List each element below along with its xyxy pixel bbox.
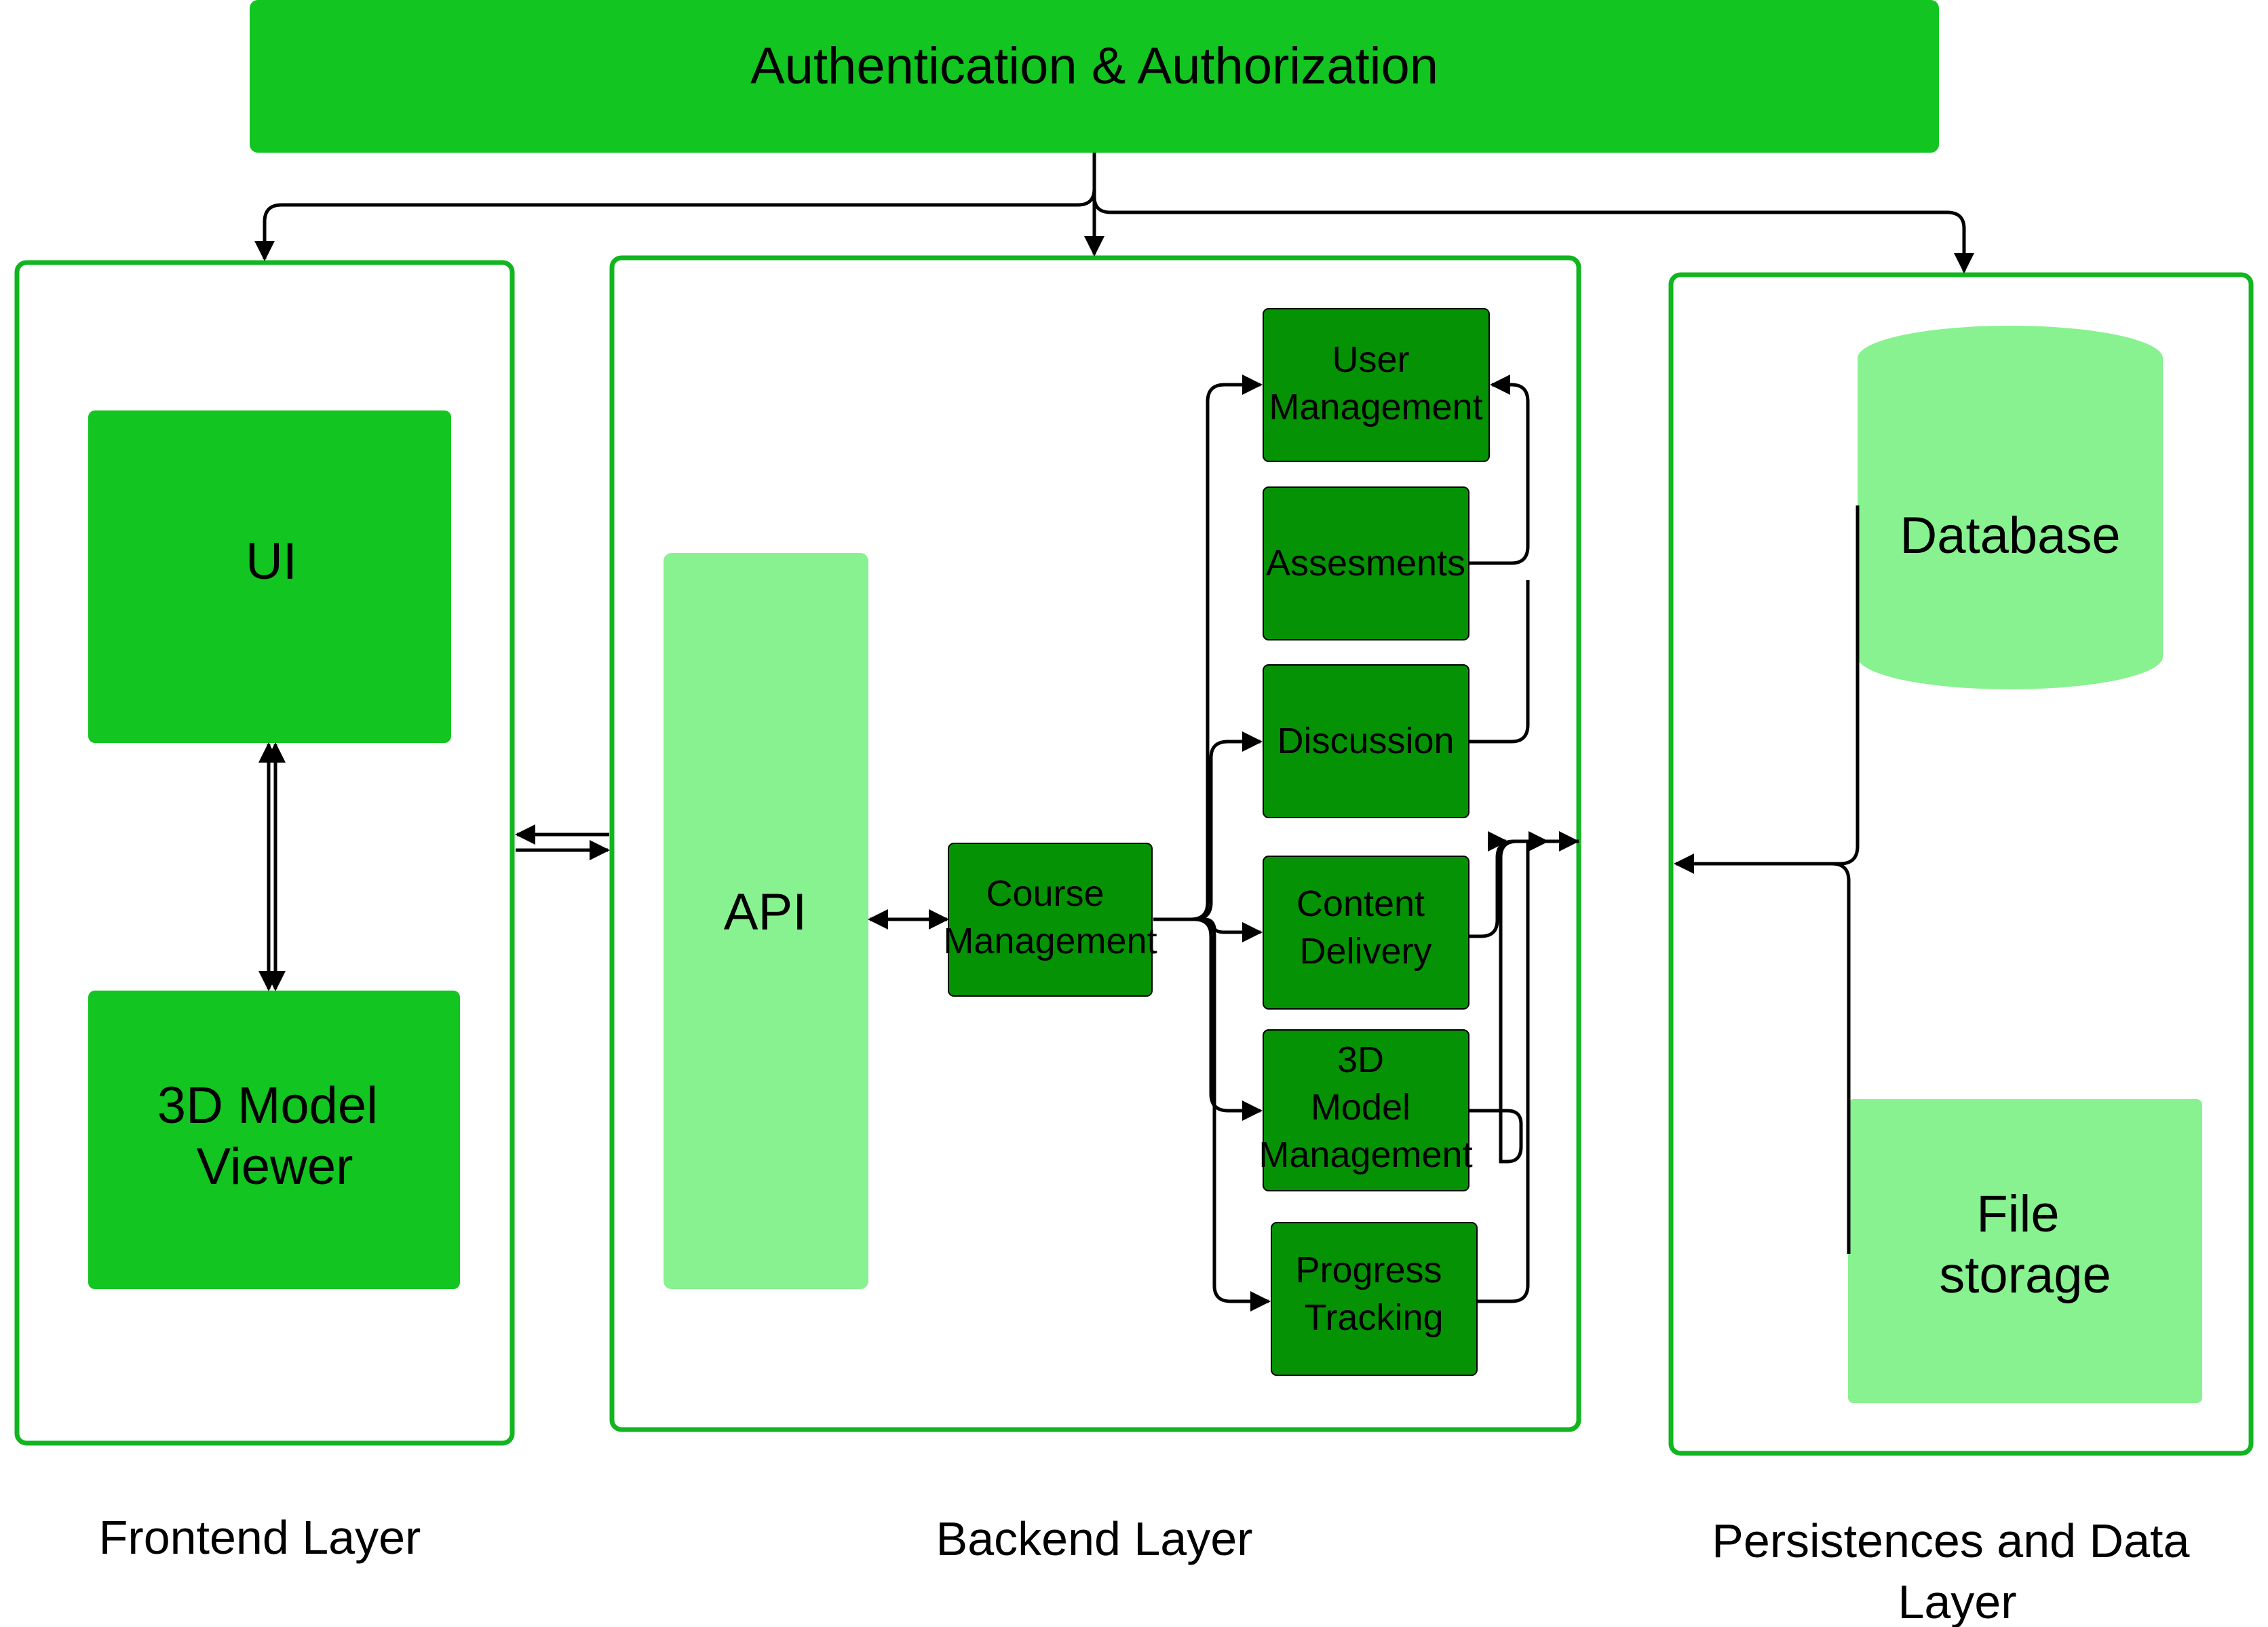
content-delivery-label: Content Delivery (1296, 883, 1435, 972)
database-cylinder-top (1858, 326, 2163, 391)
service-content-delivery: Content Delivery (1263, 856, 1469, 1010)
connector-auth-to-persistence (1092, 153, 1974, 273)
course-management-label-line2: Management (943, 921, 1157, 961)
3d-model-viewer-label-line2: Viewer (197, 1138, 353, 1195)
3d-model-viewer-label: 3D Model Viewer (157, 1077, 392, 1195)
database-component: Database (1858, 326, 2163, 689)
service-discussion: Discussion (1263, 664, 1469, 818)
file-storage-label-line1: File (1976, 1185, 2059, 1243)
connector-discussion-to-bus (1469, 580, 1530, 744)
file-storage-label-line2: storage (1939, 1246, 2111, 1304)
content-delivery-box (1263, 856, 1469, 1010)
connector-course-to-progress (1153, 917, 1271, 1312)
ui-label: UI (246, 533, 297, 590)
connector-auth-to-frontend (254, 153, 1096, 261)
user-management-label-line1: User (1332, 339, 1409, 380)
service-progress-tracking: Progress Tracking (1271, 1222, 1478, 1376)
auth-bar-label: Authentication & Authorization (750, 37, 1438, 95)
3d-model-management-label-line1: 3D (1337, 1039, 1384, 1080)
file-storage-label: File storage (1939, 1185, 2111, 1304)
auth-bar: Authentication & Authorization (250, 0, 1939, 153)
course-management-component: Course Management (943, 843, 1157, 997)
3d-model-management-label-line2: Model (1311, 1087, 1410, 1128)
api-component: API (664, 553, 868, 1289)
persistence-layer-caption-line2: Layer (1898, 1575, 2016, 1627)
progress-tracking-box (1271, 1222, 1478, 1376)
user-management-label: User Management (1269, 339, 1482, 427)
ui-box (88, 410, 451, 743)
file-storage-box (1848, 1099, 2202, 1403)
3d-model-viewer-component: 3D Model Viewer (88, 991, 460, 1289)
api-label: API (724, 883, 807, 941)
service-assessments: Assesments (1263, 486, 1469, 640)
file-storage-component: File storage (1848, 1099, 2202, 1403)
3d-model-management-label-line3: Management (1258, 1134, 1472, 1175)
user-management-box (1263, 308, 1490, 462)
persistence-layer-caption-line1: Persistences and Data (1712, 1514, 2189, 1567)
progress-tracking-label-line1: Progress (1295, 1250, 1442, 1290)
frontend-layer-caption: Frontend Layer (99, 1511, 421, 1564)
course-management-label-line1: Course (986, 873, 1104, 914)
assessments-label: Assesments (1266, 543, 1465, 583)
backend-layer-caption: Backend Layer (936, 1512, 1253, 1565)
course-management-box (948, 843, 1153, 997)
progress-tracking-label-line2: Tracking (1304, 1297, 1443, 1338)
connector-file-storage-to-bus (1764, 862, 1851, 1254)
ui-component: UI (88, 410, 451, 743)
service-user-management: User Management (1263, 308, 1490, 462)
content-delivery-label-line1: Content (1296, 883, 1425, 924)
persistence-layer-caption: Persistences and Data Layer (1712, 1514, 2203, 1627)
3d-model-management-label: 3D Model Management (1258, 1039, 1472, 1175)
discussion-label: Discussion (1277, 721, 1454, 761)
auth-bar-box (250, 0, 1939, 153)
connector-progress-to-bus (1477, 839, 1579, 1303)
progress-tracking-label: Progress Tracking (1295, 1250, 1452, 1338)
database-cylinder-body (1858, 358, 2163, 689)
course-management-label: Course Management (943, 873, 1157, 961)
connector-assessments-to-user (1469, 375, 1530, 565)
3d-model-viewer-box (88, 991, 460, 1289)
content-delivery-label-line2: Delivery (1299, 931, 1431, 972)
user-management-label-line2: Management (1269, 387, 1482, 427)
service-3d-model-management: 3D Model Management (1258, 1029, 1473, 1191)
api-box (664, 553, 868, 1289)
3d-model-viewer-label-line1: 3D Model (157, 1077, 378, 1134)
database-label: Database (1900, 507, 2120, 564)
